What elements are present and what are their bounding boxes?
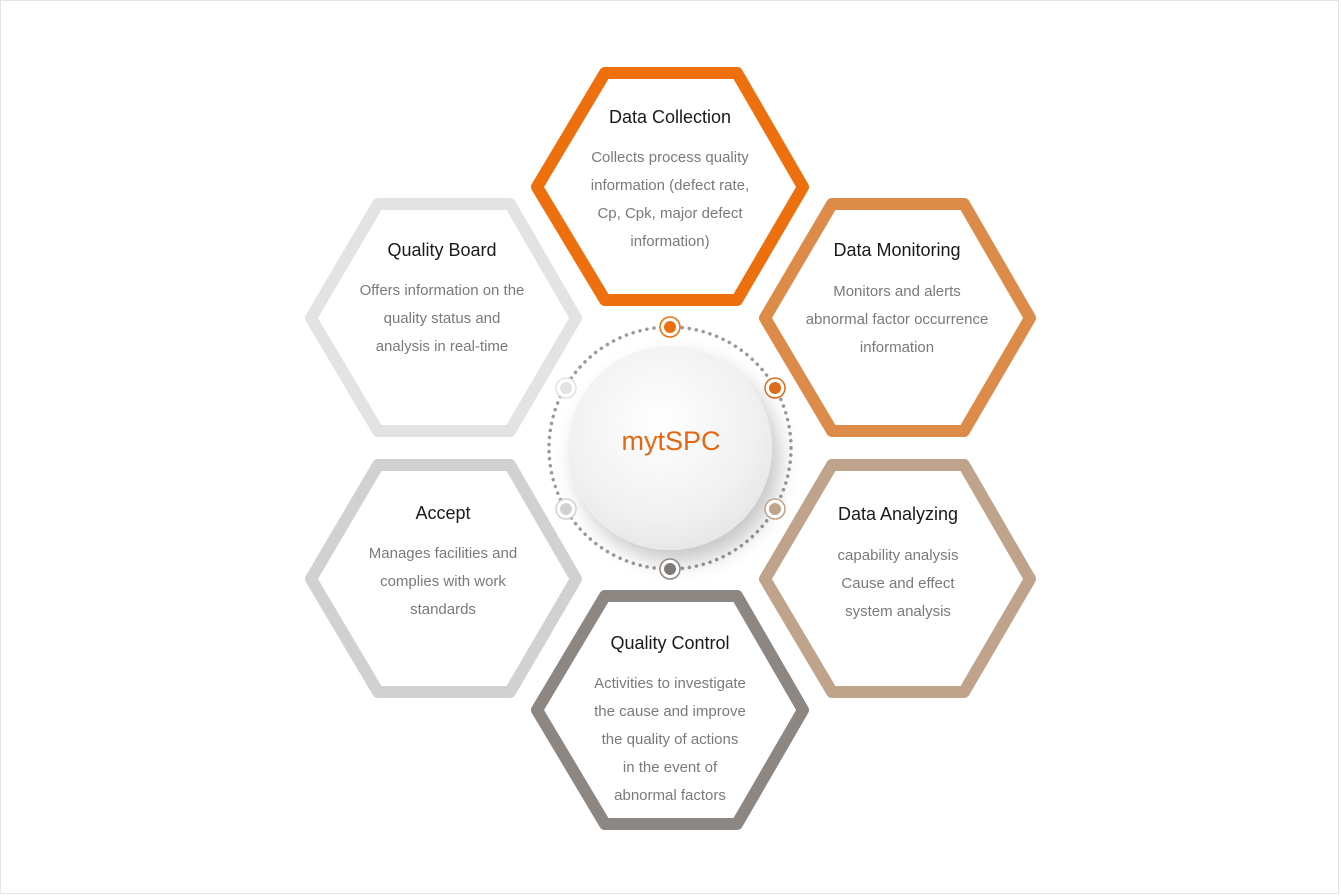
module-desc-line: system analysis — [845, 603, 951, 620]
module-desc-line: Offers information on the — [359, 282, 525, 299]
module-title: Data Monitoring — [833, 240, 961, 260]
center-circle — [568, 346, 772, 550]
hex-quality-control — [531, 590, 809, 830]
node-data-analyzing — [764, 498, 786, 520]
center-label: mytSPC — [621, 426, 721, 456]
module-desc-line: complies with work — [380, 573, 506, 590]
module-data-analyzing: Data Analyzing capability analysis Cause… — [788, 504, 1008, 626]
hex-data-collection — [531, 67, 809, 306]
module-title: Accept — [415, 503, 471, 523]
module-desc-line: analysis in real-time — [375, 338, 509, 355]
hex-data-monitoring — [759, 198, 1036, 437]
module-desc-line: capability analysis — [837, 547, 959, 564]
hex-data-analyzing — [759, 459, 1036, 698]
hex-quality-board — [305, 198, 582, 437]
module-data-collection: Data Collection Collects process quality… — [560, 107, 780, 256]
hex-accept — [305, 459, 582, 698]
module-desc-line: standards — [410, 601, 476, 618]
node-quality-control — [659, 558, 681, 580]
module-quality-control: Quality Control Activities to investigat… — [560, 633, 780, 810]
module-title: Data Analyzing — [837, 504, 959, 524]
module-data-monitoring: Data Monitoring Monitors and alerts abno… — [783, 240, 1011, 362]
module-desc-line: Activities to investigate — [594, 675, 746, 692]
module-accept: Accept Manages facilities and complies w… — [333, 503, 553, 624]
module-desc-line: abnormal factor occurrence — [805, 311, 989, 328]
module-desc-line: in the event of — [622, 759, 718, 776]
module-quality-board: Quality Board Offers information on the … — [326, 240, 558, 361]
module-desc-line: abnormal factors — [614, 787, 726, 804]
module-desc-line: information) — [630, 233, 710, 250]
node-quality-board — [555, 377, 577, 399]
module-title: Quality Board — [387, 240, 497, 260]
module-desc-line: Cp, Cpk, major defect — [597, 205, 743, 222]
module-desc-line: Cause and effect — [841, 575, 955, 592]
node-accept — [555, 498, 577, 520]
module-desc-line: the quality of actions — [601, 731, 739, 748]
module-title: Data Collection — [608, 107, 732, 127]
module-desc-line: Manages facilities and — [368, 545, 518, 562]
module-desc-line: information — [859, 339, 935, 356]
module-desc-line: quality status and — [383, 310, 501, 327]
module-desc-line: information (defect rate, — [590, 177, 750, 194]
module-desc-line: Monitors and alerts — [833, 283, 961, 300]
node-data-monitoring — [764, 377, 786, 399]
module-title: Quality Control — [610, 633, 730, 653]
node-data-collection — [659, 316, 681, 338]
module-desc-line: Collects process quality — [591, 149, 749, 166]
module-desc-line: the cause and improve — [594, 703, 746, 720]
